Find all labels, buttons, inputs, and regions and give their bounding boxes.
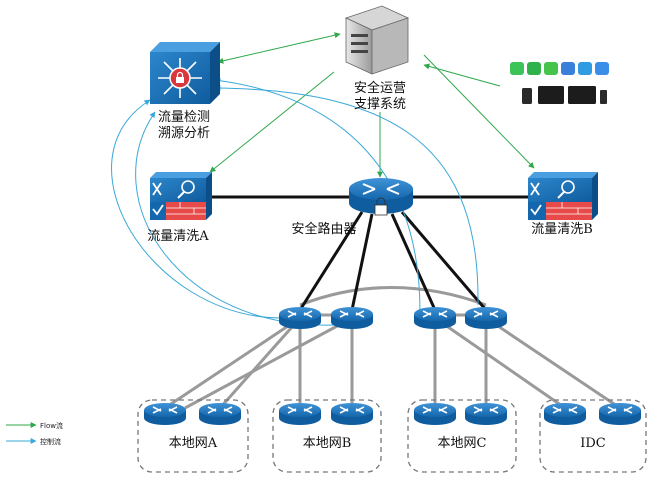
server-icon bbox=[344, 5, 410, 75]
access-switch-icon bbox=[464, 402, 508, 426]
access-switch-icon bbox=[543, 402, 587, 426]
lan-b-label: 本地网B bbox=[303, 436, 352, 451]
terminal-devices-icon bbox=[522, 86, 607, 104]
trace-analysis-label: 流量检测溯源分析 bbox=[158, 110, 210, 141]
access-switch-icon bbox=[198, 402, 242, 426]
label-line: 安全运营 bbox=[354, 80, 406, 96]
clean-b-label: 流量清洗B bbox=[531, 222, 593, 237]
lan-box-b bbox=[272, 399, 382, 473]
cleaning-device-b-icon bbox=[528, 172, 598, 220]
ops-system-label: 安全运营支撑系统 bbox=[354, 80, 406, 112]
security-router-label: 安全路由器 bbox=[291, 221, 356, 237]
label-line: 溯源分析 bbox=[158, 125, 210, 141]
agg-switch-icon bbox=[330, 306, 374, 330]
access-links bbox=[164, 286, 621, 410]
legend-control-label: 控制流 bbox=[40, 437, 61, 446]
access-switch-icon bbox=[330, 402, 374, 426]
lan-box-a bbox=[137, 399, 249, 473]
lan-a-label: 本地网A bbox=[169, 436, 218, 451]
label-line: 支撑系统 bbox=[354, 97, 406, 112]
lan-box-idc bbox=[539, 399, 647, 473]
cleaning-device-a-icon bbox=[150, 172, 212, 220]
idc-label: IDC bbox=[580, 436, 606, 451]
clean-a-label: 流量清洗A bbox=[147, 229, 209, 244]
legend-flow-label: Flow流 bbox=[40, 421, 63, 430]
access-switch-icon bbox=[143, 402, 187, 426]
access-switch-icon bbox=[278, 402, 322, 426]
label-line: 流量检测 bbox=[158, 110, 210, 125]
traffic-analysis-device-icon bbox=[150, 42, 220, 104]
agg-switch-icon bbox=[464, 306, 508, 330]
app-icons bbox=[510, 62, 609, 75]
access-switch-icon bbox=[413, 402, 457, 426]
agg-switch-icon bbox=[278, 306, 322, 330]
lan-box-c bbox=[407, 399, 517, 473]
agg-switch-icon bbox=[413, 306, 457, 330]
legend: Flow流 控制流 bbox=[6, 421, 63, 446]
flow-arrows bbox=[209, 32, 535, 178]
security-router-icon bbox=[349, 178, 413, 216]
lan-boxes bbox=[137, 399, 647, 473]
lan-c-label: 本地网C bbox=[438, 436, 487, 451]
control-arrows bbox=[111, 77, 479, 326]
access-switch-icon bbox=[598, 402, 642, 426]
core-links bbox=[205, 195, 528, 311]
